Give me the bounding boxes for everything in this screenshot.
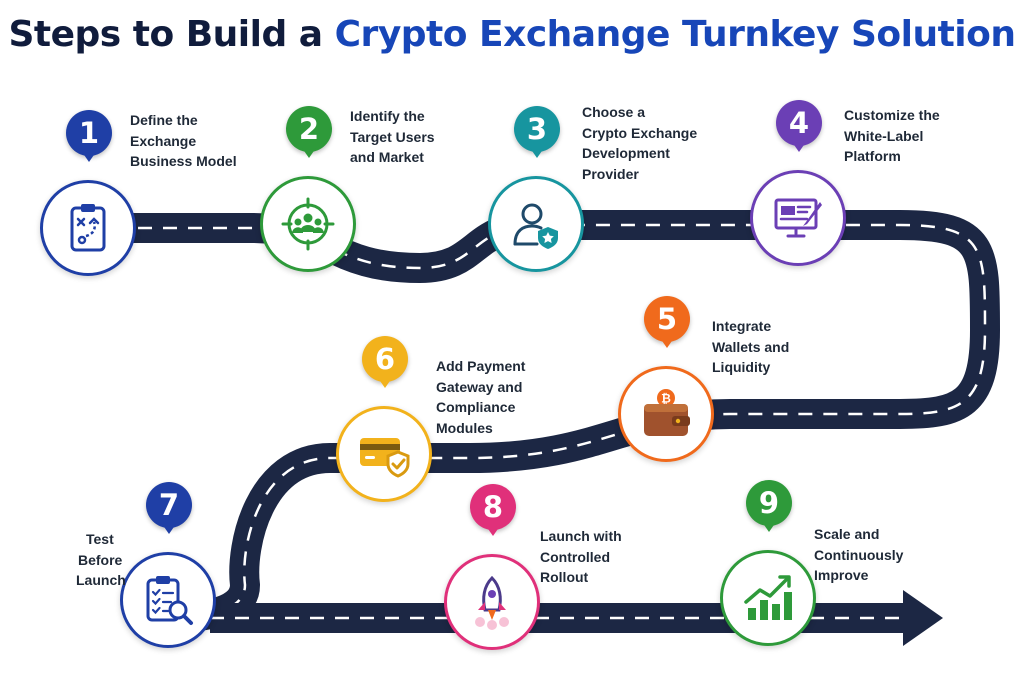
step-label: Customize the White-Label Platform (844, 107, 940, 164)
card-shield-icon (360, 438, 410, 478)
step-icon-circle (120, 552, 216, 648)
step-number-badge: 3 (514, 106, 560, 158)
step-icon-circle (260, 176, 356, 272)
step-number-badge: 6 (362, 336, 408, 388)
step-label: Integrate Wallets and Liquidity (712, 318, 790, 375)
step-icon-circle (488, 176, 584, 272)
step-number-badge: 9 (746, 480, 792, 532)
strategy-clipboard-icon (70, 204, 106, 252)
step-label: Define the Exchange Business Model (130, 112, 237, 169)
step-number-badge: 1 (66, 110, 112, 162)
step-label: Scale and Continuously Improve (814, 526, 904, 583)
step-label: Identify the Target Users and Market (350, 108, 435, 165)
step-icon-circle (444, 554, 540, 650)
step-number-badge: 8 (470, 484, 516, 536)
step-icon-circle (336, 406, 432, 502)
checklist-search-icon (146, 576, 193, 625)
step-number-badge: 7 (146, 482, 192, 534)
page-title: Steps to Build a Crypto Exchange Turnkey… (0, 14, 1024, 55)
rocket-icon (475, 575, 509, 630)
target-users-icon (281, 197, 335, 251)
monitor-edit-icon (774, 198, 822, 238)
step-label: Launch with Controlled Rollout (540, 528, 622, 585)
step-label: Test Before Launch (76, 531, 126, 588)
title-part-accent: Crypto Exchange Turnkey Solution (334, 14, 1016, 55)
step-icon-circle (40, 180, 136, 276)
svg-text:₿: ₿ (661, 392, 671, 406)
step-icon-circle: ₿ (618, 366, 714, 462)
bitcoin-wallet-icon: ₿ (644, 389, 690, 436)
step-number-badge: 5 (644, 296, 690, 348)
step-label: Add Payment Gateway and Compliance Modul… (436, 358, 526, 436)
step-number-badge: 4 (776, 100, 822, 152)
step-number-badge: 2 (286, 106, 332, 158)
growth-chart-icon (744, 575, 792, 620)
step-icon-circle (750, 170, 846, 266)
road-arrow-head (903, 590, 943, 646)
step-icon-circle (720, 550, 816, 646)
verified-provider-icon (513, 203, 558, 249)
step-label: Choose a Crypto Exchange Development Pro… (582, 104, 698, 182)
title-part-dark: Steps to Build a (8, 14, 323, 55)
